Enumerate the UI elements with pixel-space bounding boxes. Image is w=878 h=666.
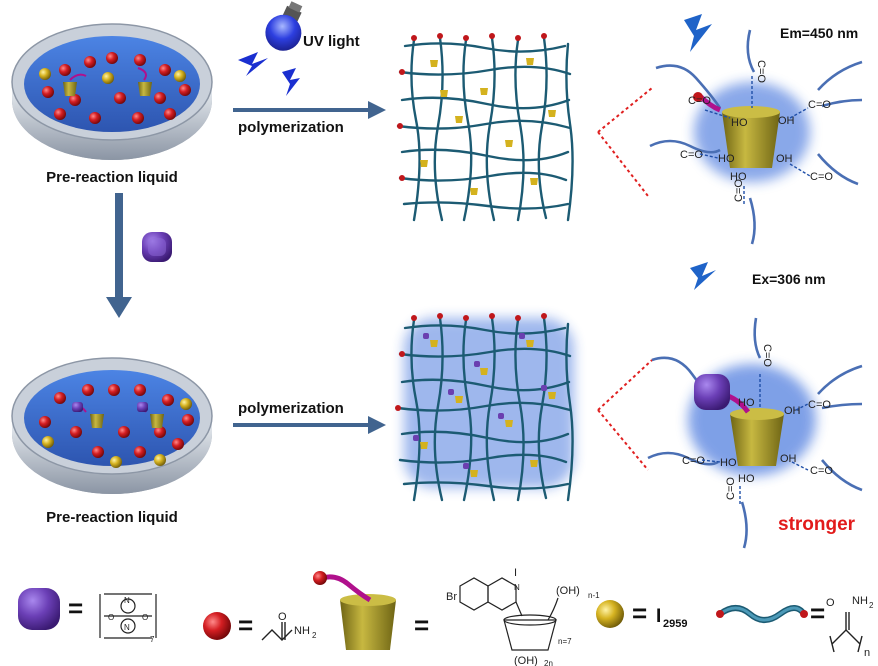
- svg-text:(OH): (OH): [556, 585, 580, 597]
- legend-polymer-chain: =: [716, 598, 825, 628]
- legend-guest-structure: Br N I (OH) n-1 n=7 (OH) 2n: [446, 567, 600, 666]
- svg-text:OH: OH: [776, 153, 793, 165]
- svg-text:C=O: C=O: [808, 99, 831, 111]
- emission-label: Em=450 nm: [780, 25, 858, 41]
- legend-initiator: = I 2959: [596, 598, 687, 630]
- svg-text:N: N: [514, 583, 520, 592]
- pre-reaction-label-top: Pre-reaction liquid: [46, 169, 178, 186]
- svg-text:HO: HO: [738, 397, 755, 409]
- polymerization-arrow-top: [233, 101, 386, 119]
- svg-text:C=O: C=O: [733, 179, 745, 202]
- monomer-spheres-top: [42, 52, 191, 124]
- h-bond-dashes-bottom: [701, 374, 809, 504]
- svg-text:n-1: n-1: [588, 591, 600, 600]
- hydrogel-network-top: [396, 36, 574, 222]
- svg-text:C=O: C=O: [761, 344, 773, 367]
- svg-text:=: =: [810, 598, 825, 628]
- petri-dish-top: [11, 23, 213, 160]
- svg-text:O: O: [108, 613, 114, 622]
- svg-text:HO: HO: [720, 457, 737, 469]
- legend-row: = N N O O 7 = O NH 2: [18, 567, 874, 666]
- excitation-label: Ex=306 nm: [752, 271, 826, 287]
- zoom-bottom-bond-labels: C=O HO OH C=O C=O HO OH C=O HO C=O: [682, 344, 833, 500]
- uv-bulb-icon: [265, 1, 303, 51]
- svg-text:N: N: [124, 623, 130, 632]
- svg-text:I: I: [514, 567, 517, 579]
- monomer-spheres-bottom: [39, 384, 194, 458]
- polymerization-label-top: polymerization: [238, 119, 344, 136]
- legend-cb7: = N N O O 7: [18, 588, 157, 644]
- network-bottom-endcaps: [395, 313, 547, 411]
- svg-text:N: N: [124, 596, 130, 605]
- svg-text:2959: 2959: [663, 618, 687, 630]
- svg-text:I: I: [656, 606, 661, 627]
- svg-text:C=O: C=O: [810, 171, 833, 183]
- svg-text:n=7: n=7: [558, 637, 572, 646]
- svg-text:n: n: [864, 647, 870, 659]
- svg-text:C=O: C=O: [688, 95, 711, 107]
- svg-text:7: 7: [150, 635, 155, 644]
- lightning-bolt-icon: [238, 52, 300, 96]
- lightning-bolt-icon: [684, 14, 716, 290]
- polymerization-arrow-bottom: [233, 416, 386, 434]
- cyclodextrin-icon: [313, 571, 396, 650]
- svg-text:C=O: C=O: [680, 149, 703, 161]
- zoom-lines-top: [597, 87, 653, 197]
- svg-text:C=O: C=O: [810, 465, 833, 477]
- svg-text:HO: HO: [731, 117, 748, 129]
- zoom-lines-bottom: [597, 359, 653, 471]
- svg-text:HO: HO: [718, 153, 735, 165]
- legend-polyacrylamide-structure: O NH 2 n: [826, 595, 874, 659]
- svg-text:HO: HO: [738, 473, 755, 485]
- svg-text:2: 2: [869, 601, 874, 610]
- pre-reaction-label-bottom: Pre-reaction liquid: [46, 509, 178, 526]
- stronger-label: stronger: [778, 514, 856, 535]
- legend-acrylamide: = O NH 2: [203, 610, 317, 641]
- svg-text:2n: 2n: [544, 659, 553, 666]
- petri-dish-bottom: [11, 357, 213, 494]
- svg-text:=: =: [414, 610, 429, 640]
- svg-text:O: O: [142, 613, 148, 622]
- svg-text:O: O: [826, 597, 835, 609]
- initiator-spheres-bottom: [42, 398, 192, 468]
- cd-guest-units-top: [63, 67, 152, 96]
- zoom-detail-bottom: [647, 317, 863, 549]
- svg-text:C=O: C=O: [808, 399, 831, 411]
- zoom-top-bond-labels: C=O HO OH C=O C=O HO OH C=O HO C=O C=O: [680, 60, 833, 202]
- cd-cb7-complexes-bottom: [72, 402, 164, 428]
- svg-text:(OH): (OH): [514, 655, 538, 666]
- initiator-spheres-top: [39, 68, 186, 84]
- svg-text:Br: Br: [446, 591, 457, 603]
- down-arrow: [106, 193, 132, 318]
- svg-text:NH: NH: [852, 595, 868, 607]
- h-bond-dashes-top: [699, 76, 811, 206]
- svg-text:=: =: [238, 610, 253, 640]
- polymerization-label-bottom: polymerization: [238, 400, 344, 417]
- zoom-detail-top: [649, 29, 863, 245]
- network-bottom-cd-cb7-units: [413, 333, 556, 477]
- svg-text:OH: OH: [784, 405, 801, 417]
- svg-text:O: O: [278, 611, 287, 623]
- svg-text:C=O: C=O: [755, 60, 767, 83]
- svg-text:HO: HO: [730, 171, 747, 183]
- svg-text:C=O: C=O: [725, 477, 737, 500]
- svg-text:=: =: [68, 593, 83, 623]
- cucurbituril-icon: [142, 232, 172, 262]
- svg-text:=: =: [632, 598, 647, 628]
- network-top-cd-units: [420, 58, 556, 195]
- svg-text:2: 2: [312, 631, 317, 640]
- network-top-endcaps: [397, 33, 547, 181]
- uv-light-label: UV light: [303, 33, 360, 50]
- svg-text:C=O: C=O: [682, 455, 705, 467]
- svg-text:NH: NH: [294, 625, 310, 637]
